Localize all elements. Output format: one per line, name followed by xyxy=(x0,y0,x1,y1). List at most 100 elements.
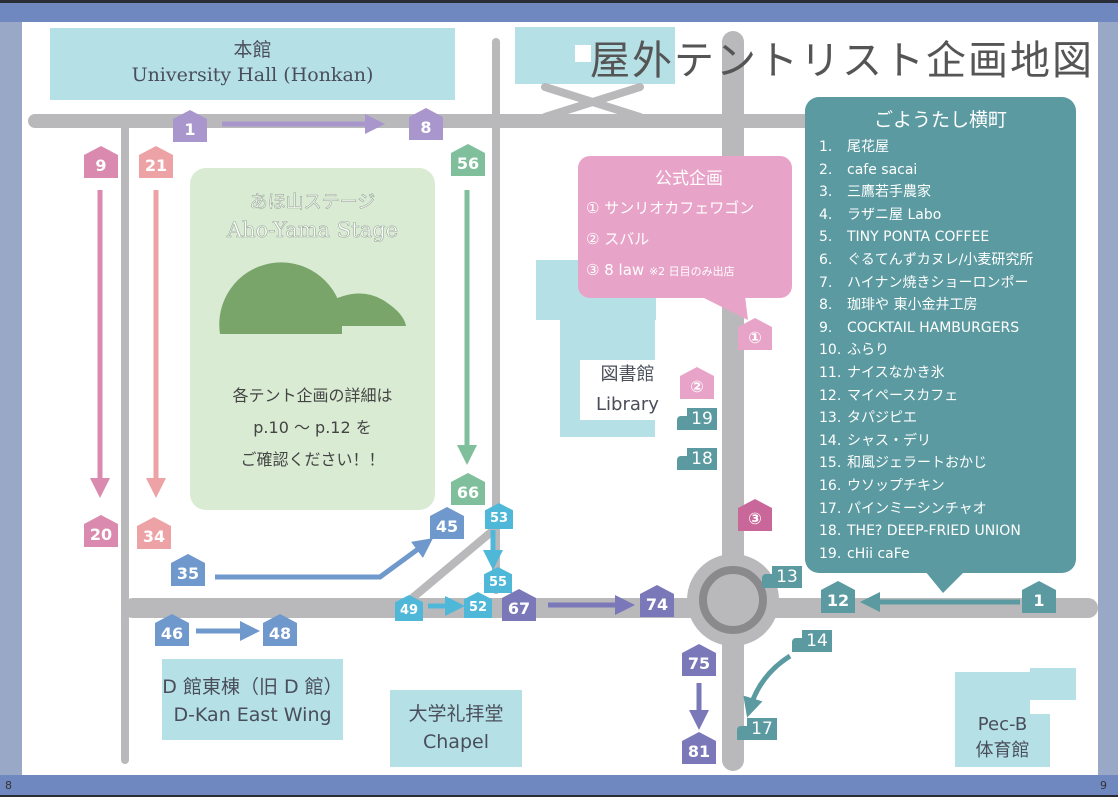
yokocho-item-name: ぐるてんずカヌレ/小麦研究所 xyxy=(847,251,1034,268)
road-diagonal xyxy=(394,524,500,614)
right-frame-bar xyxy=(1098,22,1118,775)
truck-icon xyxy=(762,574,774,588)
dkan-en: D-Kan East Wing xyxy=(173,704,332,726)
yokocho-pointer xyxy=(925,571,965,593)
library-ja: 図書館 xyxy=(600,364,655,385)
yokocho-item-name: シャス・デリ xyxy=(847,432,931,449)
page-number-right: 9 xyxy=(1100,779,1107,792)
yokocho-item-number: 1. xyxy=(819,139,833,155)
yokocho-item: 2.cafe sacai xyxy=(819,159,1076,182)
truck-icon xyxy=(792,638,804,652)
yokocho-list: 1. 尾花屋 2.cafe sacai 3. 三鷹若手農家 4.ラザニ屋 Labo 5. TI… xyxy=(819,136,1076,565)
building-chapel: 大学礼拝堂 Chapel xyxy=(390,690,522,767)
building-north xyxy=(515,27,675,84)
yokocho-item: 18. THE? DEEP-FRIED UNION xyxy=(819,520,1076,543)
yokocho-item-number: 18. xyxy=(819,523,842,540)
truck-label: 19 xyxy=(687,408,717,430)
yokocho-item-name: ふらり xyxy=(847,342,889,359)
yokocho-item-number: 7. xyxy=(819,274,833,291)
building-pecb xyxy=(955,672,1050,767)
yokocho-item-name: タパジピエ xyxy=(847,410,917,427)
truck-icon xyxy=(677,456,689,470)
yokocho-item-number: 11. xyxy=(819,364,842,381)
pecb-ja: 体育館 xyxy=(975,740,1030,761)
pecb-en: Pec-B xyxy=(977,714,1028,735)
top-frame-bar xyxy=(0,0,1118,22)
official-title: 公式企画 xyxy=(655,169,723,189)
official-projects-box: 公式企画 ① サンリオカフェワゴン ② スバル ③ 8 law ※2 日目のみ出… xyxy=(578,156,792,298)
page-title: 屋外テントリスト企画地図 xyxy=(590,38,1094,84)
yokocho-item-name: ナイスなかき氷 xyxy=(847,364,945,381)
yokocho-item: 16.ウソップチキン xyxy=(819,475,1076,498)
food-truck-marker: 17 xyxy=(737,718,777,742)
yokocho-item: 19.cHii caFe xyxy=(819,543,1076,566)
roundabout-ring xyxy=(699,566,767,634)
honkan-ja: 本館 xyxy=(233,39,272,61)
official-item-2: ② スバル xyxy=(586,230,650,248)
yokocho-item: 15.和風ジェラートおかじ xyxy=(819,452,1076,475)
yokocho-item-name: THE? DEEP-FRIED UNION xyxy=(847,523,1021,540)
honkan-en: University Hall (Honkan) xyxy=(131,64,374,86)
yokocho-item-name: ウソップチキン xyxy=(847,477,945,494)
food-truck-marker: 18 xyxy=(677,448,717,472)
yokocho-item: 4.ラザニ屋 Labo xyxy=(819,204,1076,227)
stage-ja: あほ山ステージ xyxy=(249,192,376,214)
chapel-en: Chapel xyxy=(423,731,489,753)
arrow-35-45 xyxy=(215,538,434,580)
yokocho-item: 3. 三鷹若手農家 xyxy=(819,181,1076,204)
stage-note-1: 各テント企画の詳細は xyxy=(232,386,393,405)
yokocho-item-number: 9. xyxy=(819,319,833,336)
yokocho-item-name: ラザニ屋 Labo xyxy=(847,206,942,223)
yokocho-item: 13. タパジピエ xyxy=(819,407,1076,430)
stage-note-3: ご確認ください！！ xyxy=(240,450,385,469)
dkan-ja: D 館東棟（旧 D 館） xyxy=(162,676,343,698)
page-number-left: 8 xyxy=(5,779,12,792)
yokocho-item: 17. パインミーシンチャオ xyxy=(819,498,1076,521)
yokocho-item: 12.マイペースカフェ xyxy=(819,385,1076,408)
yokocho-item-number: 5. xyxy=(819,229,833,246)
yokocho-item-number: 6. xyxy=(819,251,833,268)
yokocho-item-number: 12. xyxy=(819,387,842,404)
stage-note-2: p.10 ～ p.12 を xyxy=(253,418,372,437)
yokocho-item-name: cafe sacai xyxy=(847,161,918,178)
yokocho-item-name: 尾花屋 xyxy=(847,139,889,155)
pecb-label: Pec-B 体育館 xyxy=(955,712,1050,764)
stage-en: Aho-Yama Stage xyxy=(226,218,399,243)
yokocho-item-number: 8. xyxy=(819,297,833,314)
left-frame-bar xyxy=(0,22,22,775)
library-en: Library xyxy=(596,394,659,415)
yokocho-item-number: 14. xyxy=(819,432,842,449)
yokocho-item-number: 13. xyxy=(819,410,842,427)
yokocho-item-number: 15. xyxy=(819,455,842,472)
yokocho-item: 6. ぐるてんずカヌレ/小麦研究所 xyxy=(819,249,1076,272)
building-gap xyxy=(575,45,591,62)
yokocho-item: 14. シャス・デリ xyxy=(819,430,1076,453)
truck-label: 17 xyxy=(747,718,777,740)
food-truck-marker: 14 xyxy=(792,630,832,654)
yokocho-item: 1. 尾花屋 xyxy=(819,136,1076,159)
chapel-ja: 大学礼拝堂 xyxy=(408,703,504,725)
truck-label: 18 xyxy=(687,448,717,470)
arrow-14-17 xyxy=(743,653,792,718)
bottom-frame-bar xyxy=(0,775,1118,797)
food-truck-marker: 13 xyxy=(762,566,802,590)
yokocho-item-name: パインミーシンチャオ xyxy=(847,500,987,517)
stage-hill-icon xyxy=(219,262,406,334)
truck-icon xyxy=(677,416,689,430)
yokocho-item: 5. TINY PONTA COFFEE xyxy=(819,226,1076,249)
official-item-3: ③ 8 law xyxy=(586,261,645,279)
yokocho-item: 9. COCKTAIL HAMBURGERS xyxy=(819,317,1076,340)
yokocho-title: ごようたし横町 xyxy=(873,109,1007,131)
official-note: ※2 日目のみ出店 xyxy=(648,265,735,278)
yokocho-item-number: 3. xyxy=(819,184,833,201)
yokocho-item-number: 19. xyxy=(819,545,842,562)
yokocho-item-number: 17. xyxy=(819,500,842,517)
official-pointer xyxy=(700,296,748,320)
yokocho-item-name: 三鷹若手農家 xyxy=(847,184,931,201)
road-crossing xyxy=(541,83,644,121)
truck-icon xyxy=(737,726,749,740)
yokocho-item-name: ハイナン焼きショーロンポー xyxy=(847,274,1029,291)
yokocho-item: 8.珈琲や 東小金井工房 xyxy=(819,294,1076,317)
yokocho-item-name: COCKTAIL HAMBURGERS xyxy=(847,319,1020,336)
yokocho-item-name: TINY PONTA COFFEE xyxy=(847,229,990,246)
